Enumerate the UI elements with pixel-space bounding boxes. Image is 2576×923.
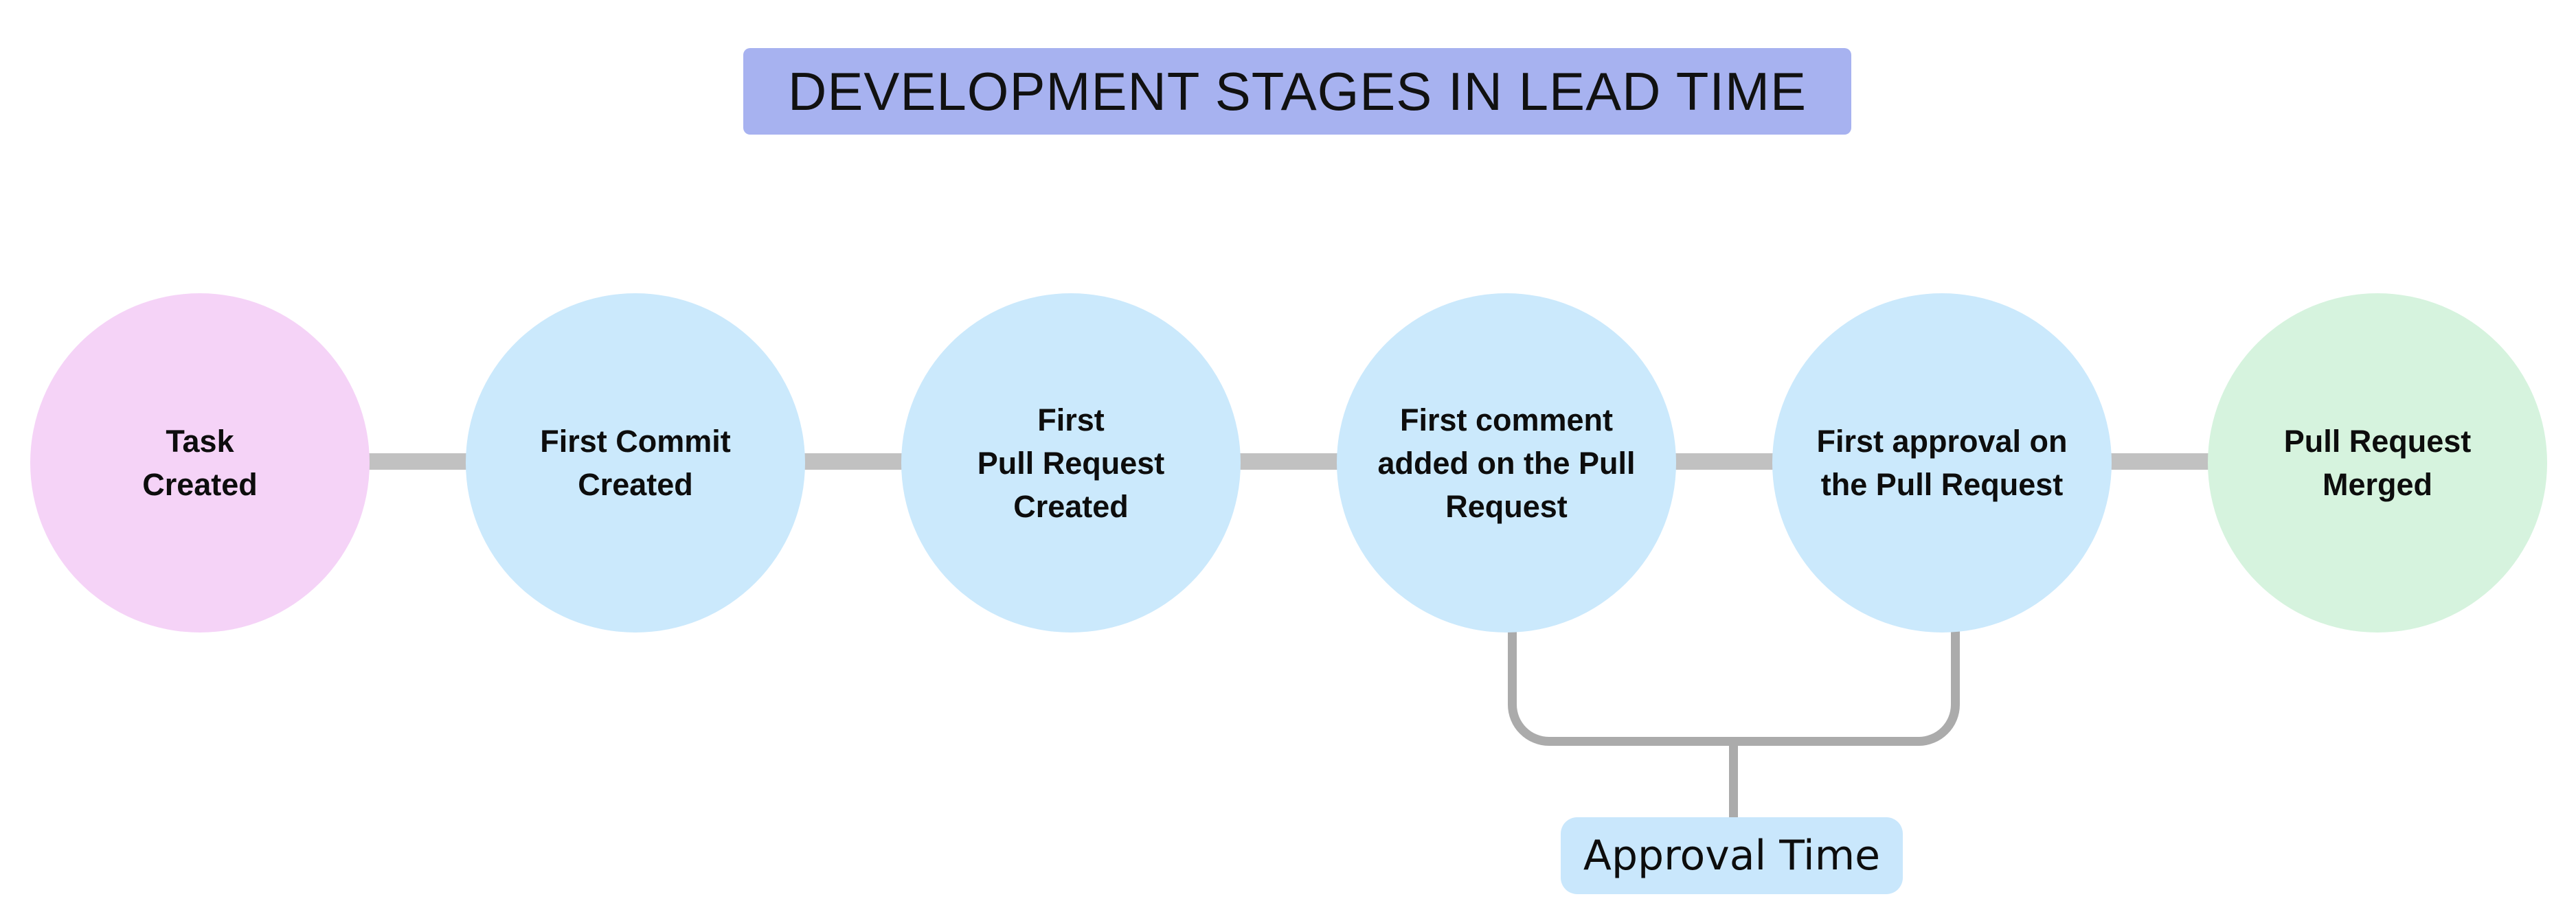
stage-first-commit-created: First Commit Created — [466, 293, 805, 633]
stage-label: First comment added on the Pull Request — [1377, 402, 1636, 524]
approval-time-stem-line — [1729, 746, 1738, 819]
stage-label: Pull Request Merged — [2283, 424, 2472, 502]
stage-label: First Commit Created — [540, 424, 731, 502]
title-banner: DEVELOPMENT STAGES IN LEAD TIME — [743, 48, 1851, 135]
stage-label: Task Created — [142, 424, 258, 502]
page-title: DEVELOPMENT STAGES IN LEAD TIME — [787, 60, 1807, 122]
stage-first-approval: First approval on the Pull Request — [1772, 293, 2112, 633]
stage-label: First approval on the Pull Request — [1816, 424, 2068, 502]
approval-time-label: Approval Time — [1561, 817, 1903, 894]
stage-label: First Pull Request Created — [977, 402, 1165, 524]
stage-pull-request-merged: Pull Request Merged — [2208, 293, 2547, 633]
stage-task-created: Task Created — [30, 293, 370, 633]
approval-time-text: Approval Time — [1583, 832, 1881, 880]
approval-time-bracket — [1508, 626, 1960, 746]
stage-first-comment-added: First comment added on the Pull Request — [1337, 293, 1676, 633]
stage-first-pull-request-created: First Pull Request Created — [901, 293, 1241, 633]
